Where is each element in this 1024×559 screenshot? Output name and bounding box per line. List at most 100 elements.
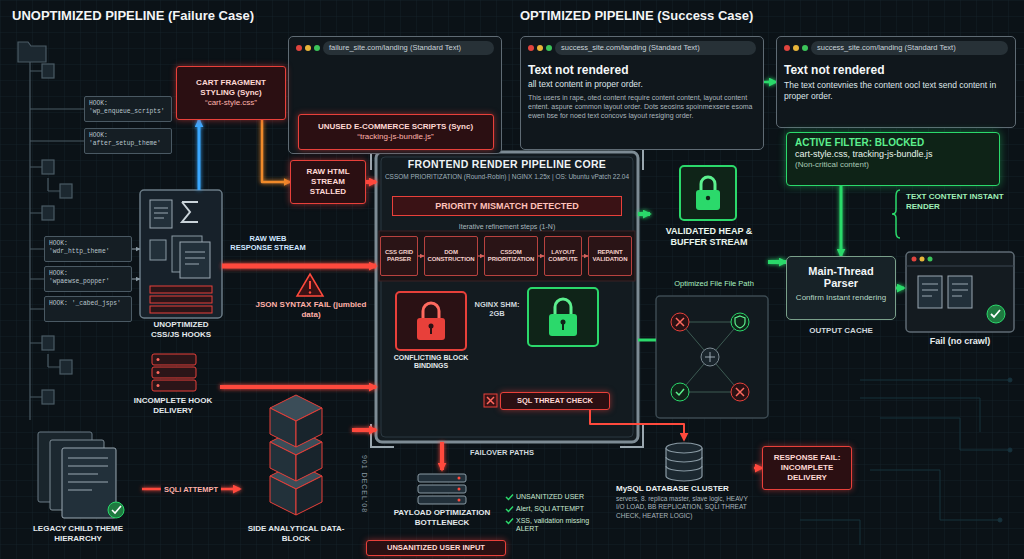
url-bar-text: success_site.com/landing (Standard Text) (555, 41, 756, 55)
node-text: CONFLICTING BLOCK BINDINGS (388, 354, 474, 371)
node-text: LEGACY CHILD THEME HIERARCHY (16, 524, 140, 543)
node-text: Text not rendered (784, 63, 1008, 77)
warning-triangle (297, 274, 323, 296)
pipe-connector (768, 260, 786, 264)
icon-caption: Fail (no crawl) (904, 250, 1016, 354)
lock-icon-green (528, 288, 598, 346)
folder-tree (42, 390, 54, 404)
alert-callout: RAW HTML STREAM STALLED (290, 160, 366, 204)
pipe-connector (198, 120, 201, 190)
output-browser (918, 276, 942, 308)
node-text: DOM CONSTRUCTION (427, 249, 475, 263)
node-text: INCOMPLETE HOOK DELIVERY (128, 396, 218, 415)
alert-callout: UNUSED E-COMMERCE SCRIPTS (Sync)“trackin… (298, 114, 494, 150)
data-cube-stack (270, 408, 296, 447)
folder-tree (42, 64, 54, 78)
output-browser (948, 276, 972, 308)
alert-callout: CART FRAGMENT STYLING (Sync)“cart-style.… (176, 66, 286, 120)
annotation-label: OUTPUT CACHE (786, 326, 896, 336)
circuit-trace (1008, 378, 1012, 382)
lock-icon-green (555, 299, 571, 314)
lock-icon-validated (701, 177, 715, 190)
node-text: Text not rendered (528, 63, 756, 77)
lock-icon-red (423, 303, 439, 318)
database-icon (666, 457, 702, 471)
server-stack-icon (152, 380, 196, 391)
pipe-connector (262, 120, 290, 182)
folder-tree (30, 71, 84, 397)
process-step: REPAINT VALIDATION (588, 236, 632, 276)
annotation-label: NGINX SHM: 2GB (470, 300, 524, 318)
code-panel (150, 240, 166, 260)
folder-tree (18, 42, 46, 62)
icon-caption: LEGACY CHILD THEME HIERARCHY (14, 426, 142, 552)
output-browser (920, 257, 925, 262)
check-mark (506, 495, 513, 524)
lock-icon-green (549, 314, 577, 336)
data-cube-stack (296, 408, 322, 447)
browser-window: failure_site.com/landing (Standard Text)… (288, 36, 502, 154)
check-mark (506, 507, 513, 512)
folder-tree (42, 160, 54, 174)
node-text: SIDE ANALYTICAL DATA-BLOCK (242, 524, 350, 543)
node-text: UNSANITIZED USER INPUT (371, 543, 501, 552)
pipe-connector (638, 212, 650, 216)
pipe-connector (754, 467, 762, 470)
network-panel (735, 316, 745, 328)
node-text: Main-Thread Parser (793, 265, 889, 289)
node-text: Fail (no crawl) (906, 336, 1014, 347)
browser-window: success_site.com/landing (Standard Text)… (520, 36, 764, 150)
alert-callout: UNSANITIZED USER INPUT (366, 540, 506, 556)
server-stack-icon (152, 354, 196, 391)
network-panel (671, 313, 689, 331)
node-text: RESPONSE FAIL: INCOMPLETE DELIVERY (768, 453, 846, 483)
node-text: PAYLOAD OPTIMIZATION BOTTLENECK (384, 508, 500, 527)
folder-tree (60, 184, 72, 198)
lock-icon-red (396, 292, 466, 350)
annotation-label: OPTIMIZED PIPELINE (Success Case) (520, 8, 820, 24)
network-panel (705, 352, 715, 362)
output-browser (987, 305, 1005, 323)
annotation-label: Optimized File File Path (660, 279, 768, 288)
code-panel (154, 208, 168, 218)
node-text: CSSOM PRIORITIZATION (487, 249, 535, 263)
node-text: (Non-critical content) (795, 160, 991, 169)
node-text: CART FRAGMENT STYLING (Sync) (182, 78, 280, 98)
check-mark (506, 519, 513, 524)
output-browser (922, 284, 968, 296)
pipe-connector (222, 264, 376, 269)
annotation-label: 901 DECEL'08 (359, 449, 369, 519)
circuit-trace (1008, 448, 1012, 452)
server-stack-icon (157, 358, 160, 361)
filter-box: ACTIVE FILTER: BLOCKEDcart-style.css, tr… (786, 132, 1000, 186)
network-panel (676, 318, 684, 326)
pipe-connector (352, 428, 376, 432)
alert-band: PRIORITY MISMATCH DETECTED (392, 196, 622, 216)
node-text: all text content in proper order. (528, 79, 756, 89)
browser-window: success_site.com/landing (Standard Text)… (776, 36, 1016, 128)
lock-icon-red (417, 318, 445, 340)
parser-box: Main-Thread ParserConfirm Instant render… (786, 256, 896, 320)
icon-caption: SIDE ANALYTICAL DATA-BLOCK (240, 392, 352, 552)
file-stack-icon (112, 506, 121, 513)
code-panel (185, 252, 205, 264)
annotation-label: UNSANITIZED USER (516, 493, 608, 501)
hook-box: HOOK: '_cabed_jsps' (44, 296, 132, 322)
lock-icon-red (430, 327, 432, 334)
node-text: REPAINT VALIDATION (591, 249, 629, 263)
output-browser (906, 266, 1014, 267)
code-panel (182, 202, 198, 222)
payload-server-icon (458, 499, 461, 502)
lock-icon-validated (696, 190, 720, 210)
folder-tree (42, 206, 54, 220)
folder-tree (42, 336, 54, 350)
alert-callout: SQL THREAT CHECK (500, 392, 610, 410)
lock-icon-validated (680, 166, 736, 220)
pipe-connector (366, 180, 376, 184)
code-panel (150, 306, 212, 313)
code-panel (180, 242, 210, 278)
database-block: MySQL DATABASE CLUSTERservers, 8. replic… (614, 440, 754, 556)
hook-box: HOOK: 'wpaewse_popper' (44, 266, 132, 292)
data-cube-stack (270, 442, 296, 481)
icon-caption: UNOPTIMIZED CSS/JS HOOKS (140, 190, 222, 342)
